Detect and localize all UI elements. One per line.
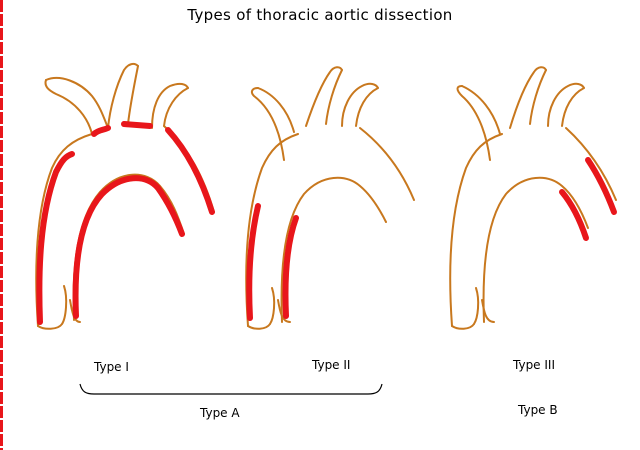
label-type-3: Type III: [513, 358, 555, 372]
type-a-bracket: [79, 383, 383, 395]
aorta-type-1: [35, 62, 215, 330]
page-title: Types of thoracic aortic dissection: [187, 6, 453, 24]
aorta-type-3: [449, 66, 617, 330]
aorta-type-2: [245, 66, 415, 330]
label-type-2: Type II: [312, 358, 351, 372]
label-type-a: Type A: [200, 406, 240, 420]
label-type-1: Type I: [94, 360, 129, 374]
label-type-b: Type B: [518, 403, 558, 417]
left-red-border: [0, 0, 3, 450]
